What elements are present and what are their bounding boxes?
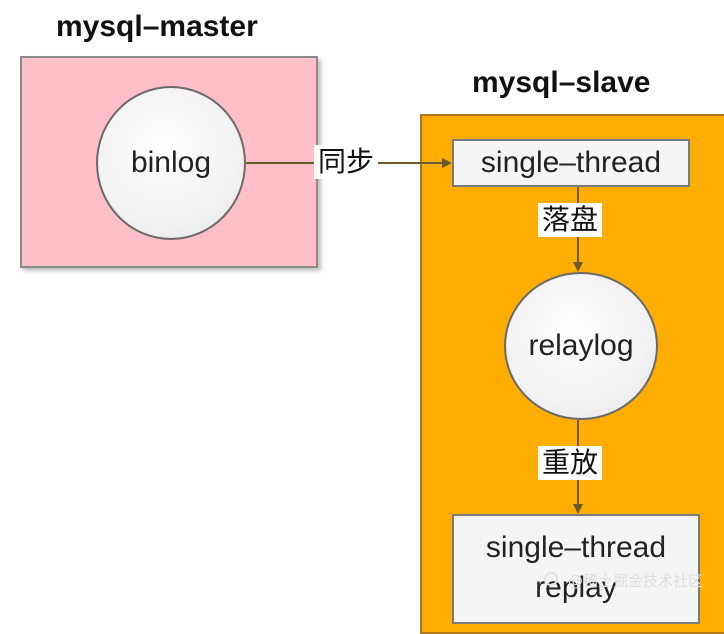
relaylog-label: relaylog bbox=[528, 329, 634, 362]
watermark-text: @稀土掘金技术社区 bbox=[568, 572, 704, 590]
sync-edge-label: 同步 bbox=[314, 145, 379, 179]
watermark-icon bbox=[544, 572, 558, 586]
sql-thread-node: single–thread replay bbox=[452, 514, 700, 624]
io-thread-node: single–thread bbox=[452, 139, 690, 187]
flush-edge-label: 落盘 bbox=[538, 203, 603, 237]
slave-title: mysql–slave bbox=[472, 66, 651, 99]
relaylog-node: relaylog bbox=[504, 272, 658, 420]
io-thread-label: single–thread bbox=[480, 146, 662, 179]
master-title: mysql–master bbox=[56, 10, 258, 43]
binlog-label: binlog bbox=[130, 146, 212, 179]
replay-edge-label: 重放 bbox=[538, 446, 603, 480]
sql-thread-label-line1: single–thread bbox=[485, 531, 667, 564]
binlog-node: binlog bbox=[96, 86, 246, 240]
